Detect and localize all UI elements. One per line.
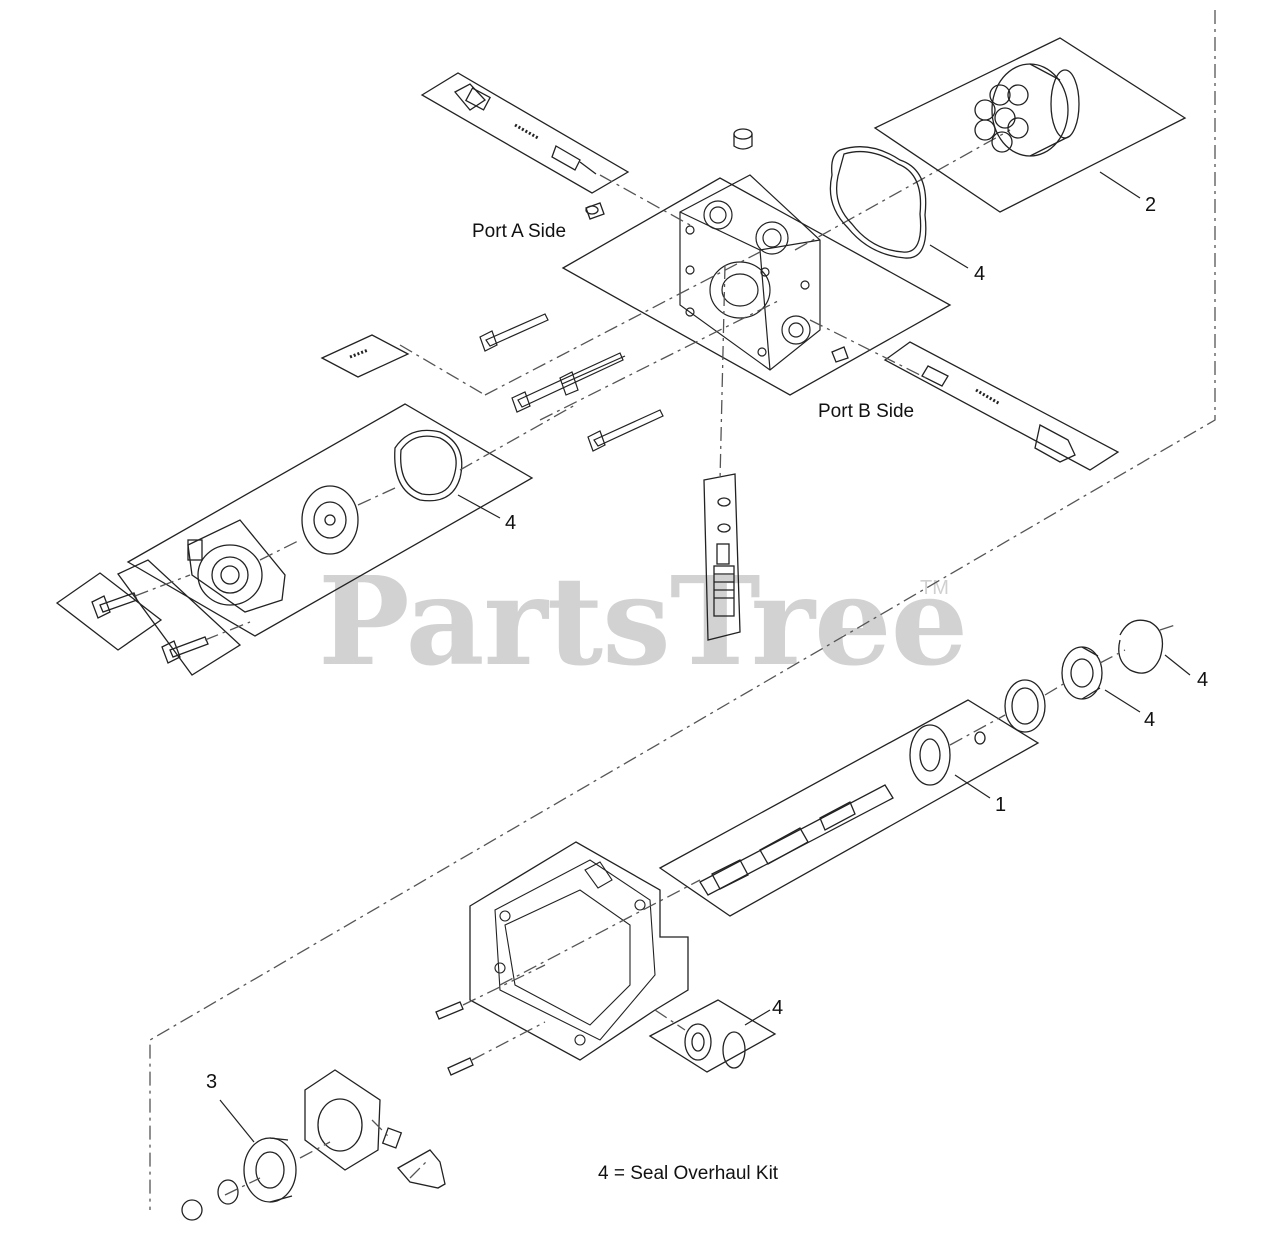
cylinder-block: [974, 63, 1080, 157]
end-cap-panel: [126, 403, 534, 637]
bolts-center: [479, 313, 664, 452]
lower-seal-panel: [648, 999, 777, 1073]
leader-lines-shaft: [949, 624, 1176, 746]
gerotor: [301, 485, 359, 555]
port-b-side-label: Port B Side: [818, 401, 915, 422]
check-valve-a-parts: [453, 83, 597, 175]
input-shaft: [699, 784, 894, 896]
o-ring-end-cap: [394, 429, 463, 502]
lip-seal-3: [243, 1137, 297, 1203]
callout-leaders: [219, 171, 1191, 1143]
relief-valve: [713, 497, 735, 617]
leader-lines-top: [399, 129, 1011, 481]
washer-small: [181, 1179, 239, 1221]
main-housing-panel: [469, 841, 689, 1061]
callout-1: 1: [995, 794, 1007, 816]
plug-right: [831, 346, 849, 363]
center-housing-panel: [561, 177, 952, 396]
main-housing-body: [494, 859, 656, 1046]
end-cap-bolts: [91, 592, 209, 664]
callout-4-oring-center: 4: [974, 263, 986, 285]
bypass-lever: [381, 1127, 446, 1189]
o-ring-large: [829, 146, 927, 259]
leader-lines-bottom: [224, 879, 701, 1196]
plug-left: [585, 202, 605, 220]
bearing-shaft: [909, 724, 951, 786]
check-valve-a-panel: [420, 72, 630, 194]
shaft-seal: [1061, 646, 1103, 700]
watermark: PartsTree: [318, 549, 968, 693]
lower-seal: [684, 1023, 746, 1069]
callout-4-retaining-ring: 4: [1197, 669, 1209, 691]
check-valve-b-parts: [921, 365, 1076, 463]
callout-3: 3: [206, 1071, 218, 1093]
retaining-ring-small: [974, 731, 986, 745]
retaining-ring-shaft: [1118, 619, 1164, 674]
callout-4-shaft-seal: 4: [1144, 709, 1156, 731]
bolt-panel-2: [117, 559, 242, 676]
callout-4-lower-seal: 4: [772, 997, 784, 1019]
thrust-washer: [1004, 679, 1046, 733]
cylinder-block-panel: [873, 37, 1187, 213]
trunnion-cover: [304, 1069, 381, 1171]
check-valve-b-panel: [883, 341, 1120, 471]
watermark-trademark: TM: [920, 577, 949, 599]
plug-top: [733, 128, 753, 150]
callout-2: 2: [1145, 194, 1157, 216]
end-cap: [187, 519, 286, 613]
center-housing-body: [679, 174, 821, 371]
bolt-panel-1: [55, 572, 163, 651]
legend-note: 4 = Seal Overhaul Kit: [598, 1163, 779, 1184]
relief-valve-panel: [703, 473, 741, 641]
callout-4-oring-end-cap: 4: [505, 512, 517, 534]
dowel-pins: [435, 1001, 474, 1076]
leader-lines-left: [134, 404, 576, 641]
spring-panel: [320, 334, 410, 378]
port-a-side-label: Port A Side: [472, 221, 567, 242]
shaft-panel: [658, 699, 1040, 917]
assembly-boundary: [149, 10, 1216, 1210]
